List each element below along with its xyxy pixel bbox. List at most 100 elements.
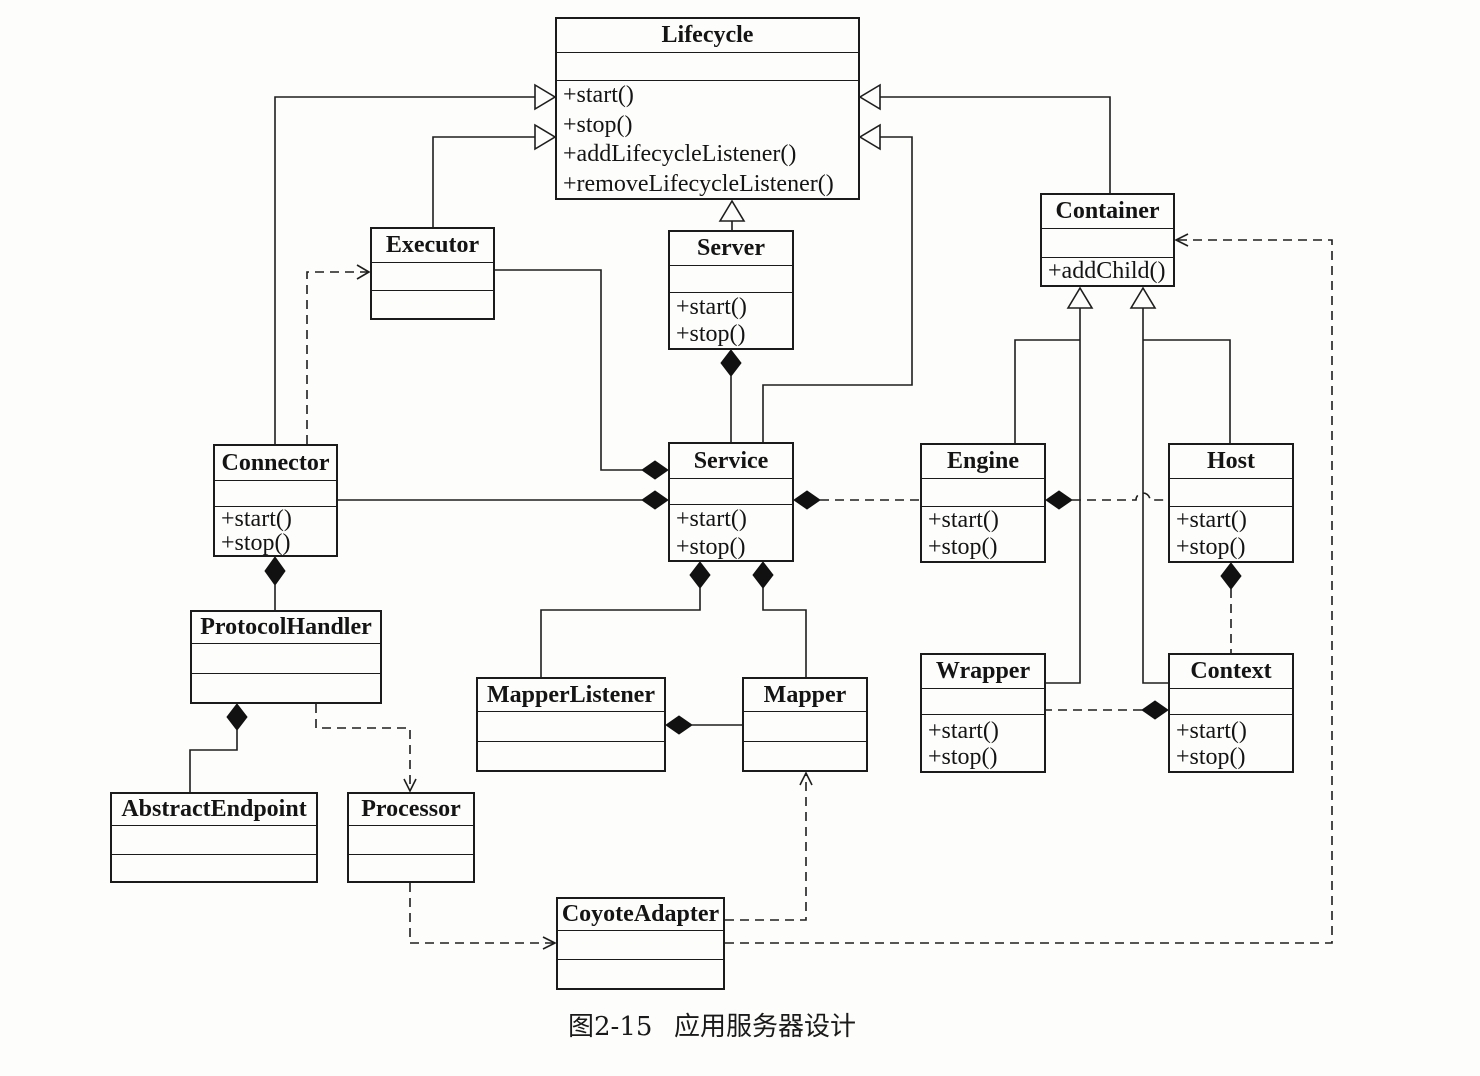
method: +stop() [676, 534, 746, 560]
edge-coyoteadapter-depends-mapper [725, 771, 813, 921]
methods-compartment: +start() +stop() [670, 504, 792, 560]
edge-protocolhandler-depends-processor [315, 704, 417, 793]
class-host: Host +start() +stop() [1168, 443, 1294, 563]
edge-context-generalizes-container [1129, 286, 1168, 684]
class-name: Host [1207, 448, 1255, 474]
figure-caption-title: 应用服务器设计 [674, 1012, 857, 1042]
class-server: Server +start() +stop() [668, 230, 794, 350]
class-context: Context +start() +stop() [1168, 653, 1294, 773]
class-mapper: Mapper [742, 677, 868, 772]
method: +stop() [1176, 534, 1246, 560]
edge-connector-depends-executor [306, 264, 371, 444]
methods-compartment [112, 854, 316, 881]
edge-processor-depends-coyoteadapter [409, 883, 557, 950]
methods-compartment: +start() +stop() +addLifecycleListener()… [557, 80, 858, 198]
class-abstractendpoint: AbstractEndpoint [110, 792, 318, 883]
edge-host-composes-context [1220, 562, 1242, 653]
class-lifecycle: Lifecycle +start() +stop() +addLifecycle… [555, 17, 860, 200]
class-protocolhandler: ProtocolHandler [190, 610, 382, 704]
class-name: AbstractEndpoint [121, 796, 307, 822]
edge-service-composes-connector [338, 490, 669, 510]
method: +stop() [676, 321, 746, 347]
class-name: Container [1055, 198, 1160, 224]
methods-compartment: +start() +stop() [922, 714, 1044, 771]
class-processor: Processor [347, 792, 475, 883]
attributes-compartment [922, 688, 1044, 714]
methods-compartment [558, 959, 723, 988]
edge-connector-composes-protocolhandler [264, 556, 286, 610]
method: +stop() [1176, 744, 1246, 770]
methods-compartment [372, 290, 493, 318]
edge-mapperlistener-composes-mapper [665, 715, 742, 735]
methods-compartment: +start() +stop() [670, 292, 792, 348]
methods-compartment: +start() +stop() [215, 506, 336, 555]
edge-service-generalizes-lifecycle [762, 123, 913, 442]
methods-compartment [192, 673, 380, 702]
attributes-compartment [478, 711, 664, 741]
class-name: Lifecycle [661, 22, 754, 48]
edge-protocolhandler-composes-abstractendpoint [189, 703, 248, 792]
class-name: MapperListener [487, 681, 655, 708]
class-name: Connector [221, 449, 330, 476]
method: +removeLifecycleListener() [563, 170, 834, 197]
attributes-compartment [922, 478, 1044, 506]
method: +start() [676, 294, 747, 320]
methods-compartment: +addChild() [1042, 257, 1173, 285]
method: +stop() [928, 744, 998, 770]
class-mapperlistener: MapperListener [476, 677, 666, 772]
attributes-compartment [192, 643, 380, 673]
class-name: Wrapper [935, 658, 1031, 684]
attributes-compartment [558, 930, 723, 959]
edge-service-composes-engine [793, 490, 920, 510]
class-name: Processor [361, 796, 461, 822]
class-executor: Executor [370, 227, 495, 320]
attributes-compartment [215, 480, 336, 506]
edge-engine-composes-host [1045, 490, 1168, 510]
class-coyoteadapter: CoyoteAdapter [556, 897, 725, 990]
method: +addLifecycleListener() [563, 141, 797, 167]
attributes-compartment [349, 825, 473, 854]
methods-compartment [349, 854, 473, 881]
method: +start() [1176, 718, 1247, 744]
class-name: Engine [946, 448, 1020, 474]
class-name: ProtocolHandler [200, 614, 372, 640]
method: +start() [563, 82, 634, 108]
method: +start() [221, 506, 292, 532]
method: +stop() [563, 111, 633, 138]
edge-engine-generalizes-container [1014, 339, 1080, 443]
edge-container-generalizes-lifecycle [858, 83, 1111, 193]
edge-wrapper-generalizes-container [1046, 286, 1094, 684]
attributes-compartment [1170, 478, 1292, 506]
attributes-compartment [670, 478, 792, 504]
class-name: Server [697, 235, 765, 261]
class-name: Service [693, 447, 769, 474]
attributes-compartment [372, 262, 493, 290]
class-service: Service +start() +stop() [668, 442, 794, 562]
attributes-compartment [744, 711, 866, 741]
methods-compartment [478, 741, 664, 770]
edge-service-composes-mapper [752, 561, 807, 677]
class-container: Container +addChild() [1040, 193, 1175, 287]
class-name: Executor [385, 232, 480, 258]
attributes-compartment [112, 825, 316, 854]
edge-service-composes-mapperlistener [540, 561, 711, 677]
class-name: Context [1190, 658, 1272, 684]
attributes-compartment [670, 265, 792, 292]
edge-coyoteadapter-depends-container [725, 233, 1333, 944]
method: +start() [1176, 507, 1247, 533]
method: +addChild() [1048, 258, 1166, 284]
attributes-compartment [557, 52, 858, 80]
methods-compartment: +start() +stop() [1170, 506, 1292, 561]
edge-server-composes-service [720, 349, 742, 442]
edge-host-generalizes-container [1143, 339, 1231, 443]
class-connector: Connector +start() +stop() [213, 444, 338, 557]
edge-context-composes-wrapper [1046, 700, 1169, 720]
method: +stop() [221, 530, 291, 555]
class-name: CoyoteAdapter [561, 901, 720, 927]
method: +start() [676, 506, 747, 532]
edge-server-generalizes-lifecycle [718, 199, 746, 230]
method: +start() [928, 507, 999, 533]
class-engine: Engine +start() +stop() [920, 443, 1046, 563]
methods-compartment: +start() +stop() [1170, 714, 1292, 771]
